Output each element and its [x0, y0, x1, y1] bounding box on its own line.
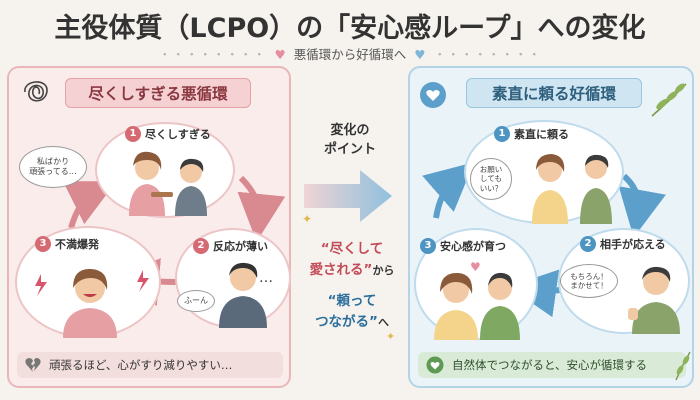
- step-number: 2: [193, 238, 209, 254]
- couple-asking-icon: [522, 146, 622, 224]
- heart-blue-icon: ♥: [414, 47, 425, 62]
- vicious-cycle-footer: 頑張るほど、心がすり減りやすい…: [17, 352, 283, 378]
- step-text: 反応が薄い: [213, 238, 268, 254]
- subtitle-dots-right: ・・・・・・・・: [433, 47, 541, 62]
- virtuous-footer-text: 自然体でつながると、安心が循環する: [452, 357, 647, 373]
- sparkle-icon: ✦: [302, 212, 312, 226]
- reply-speech-bubble: ふーん: [177, 290, 215, 312]
- sparkle-icon: ✦: [386, 330, 395, 343]
- couple-serving-icon: [115, 146, 219, 216]
- phrase-to: “頼って つながる”へ: [300, 290, 404, 332]
- step-number: 3: [420, 238, 436, 254]
- thought-speech-bubble: 私ばかり 頑張ってる…: [19, 146, 87, 188]
- phrase-to-suffix: へ: [378, 316, 389, 329]
- phrase-to-text: “頼って つながる”: [315, 293, 378, 330]
- broken-heart-icon: [25, 358, 41, 372]
- phrase-from-suffix: から: [372, 264, 394, 277]
- virtuous-step-3-label: 3 安心感が育つ: [420, 238, 506, 254]
- request-speech-bubble: お願い しても いい？: [470, 158, 512, 200]
- step-text: 尽くしすぎる: [145, 126, 211, 142]
- phrase-from: “尽くして 愛される”から: [300, 238, 404, 280]
- vicious-step-2-label: 2 反応が薄い: [193, 238, 268, 254]
- happy-couple-icon: [424, 264, 532, 340]
- virtuous-step-2-label: 2 相手が応える: [580, 236, 666, 252]
- anger-spark-icon: [31, 274, 49, 296]
- virtuous-cycle-arrows: [410, 68, 696, 390]
- heart-icon: ♥: [275, 47, 286, 62]
- heart-icon: ♥: [470, 260, 481, 274]
- step-text: 不満爆発: [55, 236, 99, 252]
- vicious-cycle-panel: 尽くしすぎる悪循環 1 尽くしすぎる: [7, 66, 291, 388]
- change-point-line2: ポイント: [296, 141, 404, 160]
- heart-circle-icon: [426, 356, 444, 374]
- page-title: 主役体質（LCPO）の「安心感ループ」への変化: [0, 6, 700, 45]
- vicious-step-3-label: 3 不満爆発: [35, 236, 99, 252]
- thumbs-up-man-icon: [624, 258, 688, 334]
- step-text: 素直に頼る: [514, 126, 569, 142]
- step-number: 1: [125, 126, 141, 142]
- indifferent-man-icon: [207, 254, 277, 328]
- transition-arrow-icon: [300, 168, 396, 224]
- angry-woman-icon: [53, 258, 127, 338]
- vicious-step-1-label: 1 尽くしすぎる: [125, 126, 211, 142]
- subtitle-dots-left: ・・・・・・・・: [159, 47, 267, 62]
- vicious-footer-text: 頑張るほど、心がすり減りやすい…: [49, 357, 232, 373]
- step-number: 2: [580, 236, 596, 252]
- step-text: 安心感が育つ: [440, 238, 506, 254]
- leaf-sprig-icon: [672, 348, 694, 382]
- step-number: 3: [35, 236, 51, 252]
- virtuous-step-1-label: 1 素直に頼る: [494, 126, 569, 142]
- answer-speech-bubble: もちろん！ まかせて！: [560, 264, 618, 298]
- change-point-label: 変化の ポイント: [296, 122, 404, 160]
- change-point-line1: 変化の: [296, 122, 404, 141]
- vicious-cycle-arrows: [9, 68, 293, 390]
- step-number: 1: [494, 126, 510, 142]
- silence-ellipsis: …: [259, 270, 273, 286]
- virtuous-cycle-footer: 自然体でつながると、安心が循環する: [418, 352, 686, 378]
- virtuous-cycle-panel: 素直に頼る好循環 1 素直に頼る お願い しても いい？: [408, 66, 694, 388]
- step-text: 相手が応える: [600, 236, 666, 252]
- subtitle-text: 悪循環から好循環へ: [294, 47, 407, 62]
- page-subtitle: ・・・・・・・・ ♥ 悪循環から好循環へ ♥ ・・・・・・・・: [0, 44, 700, 63]
- anger-spark-icon: [133, 270, 151, 292]
